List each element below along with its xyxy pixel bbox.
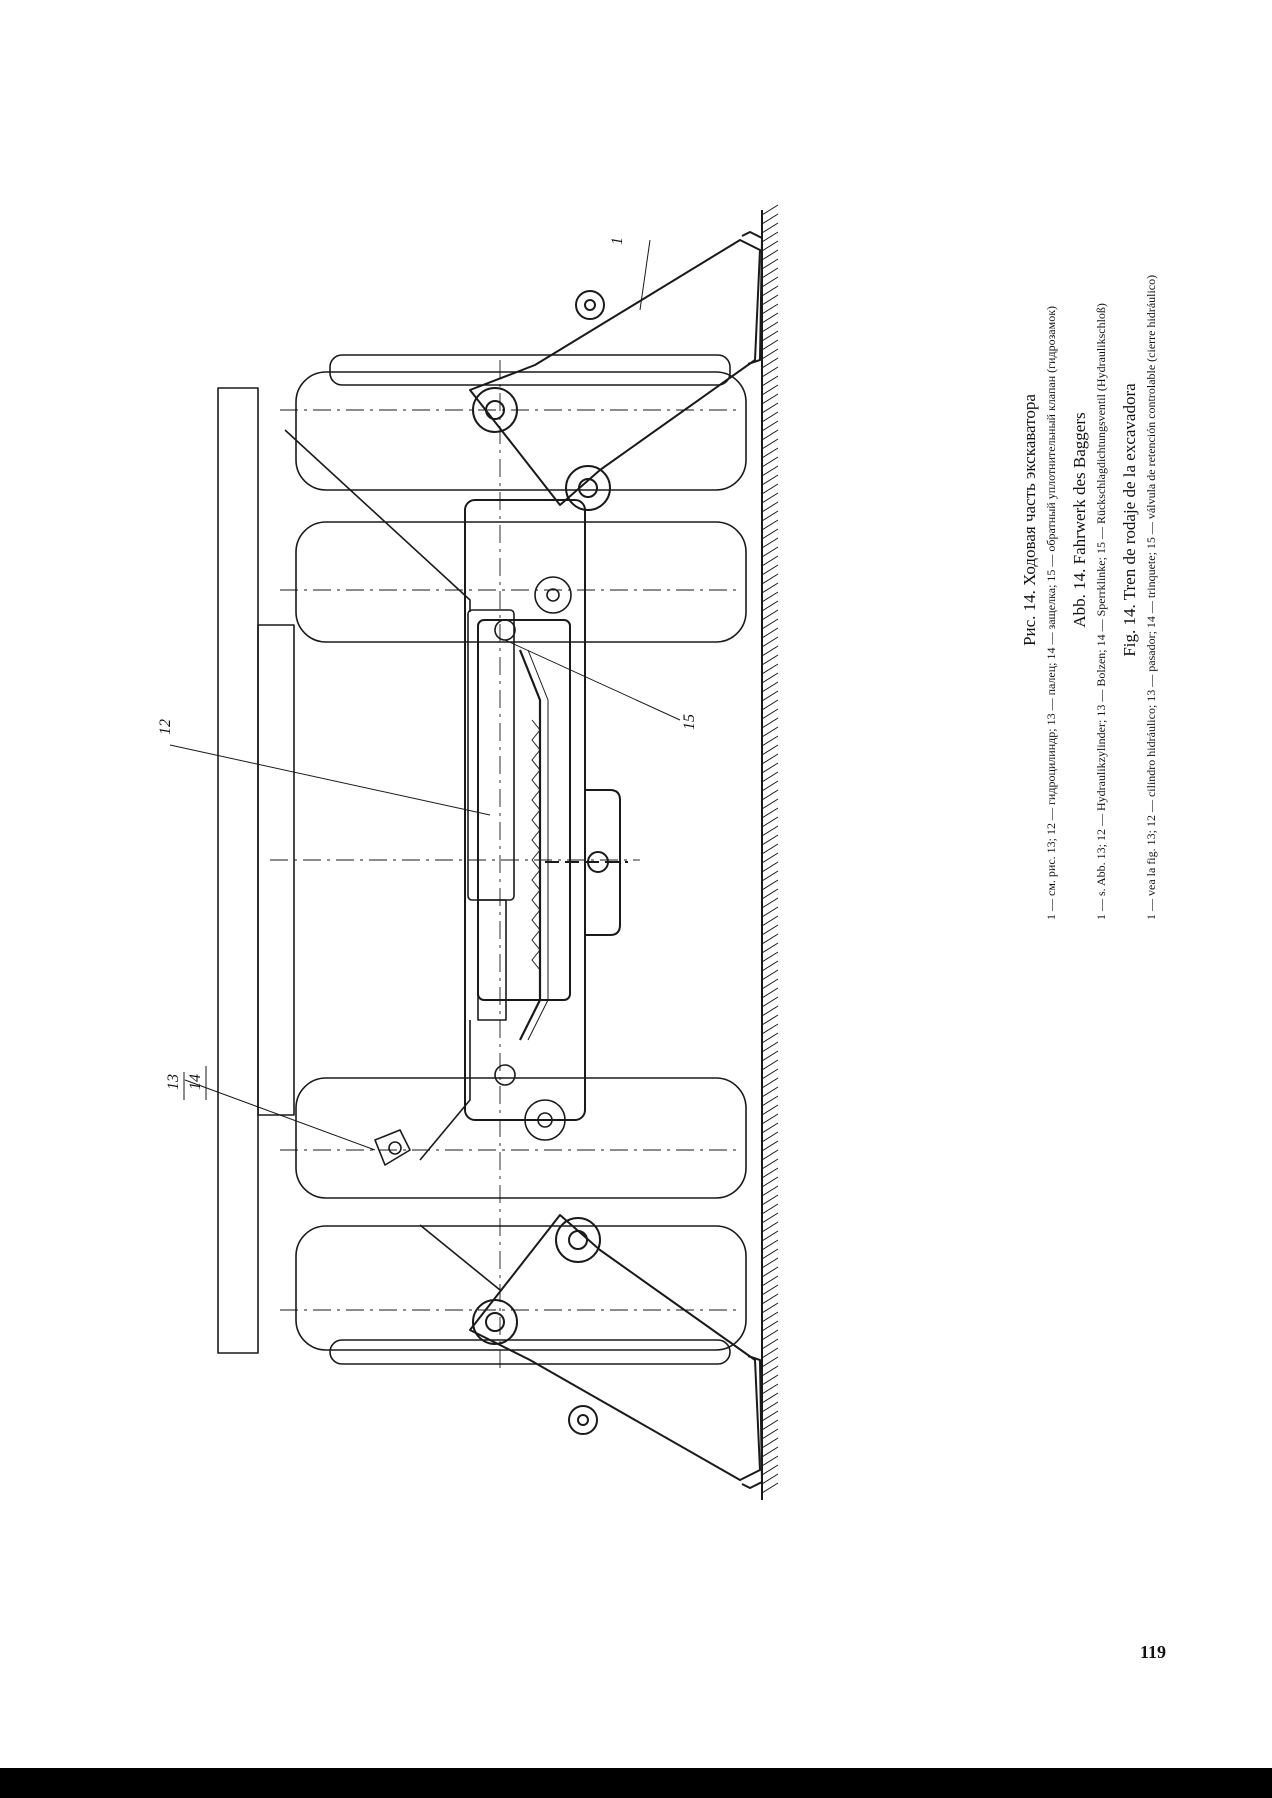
scan-border	[0, 1768, 1272, 1798]
chassis-frame	[464, 499, 628, 1121]
callout-12: 12	[157, 719, 174, 735]
ground-hatching	[761, 204, 779, 1500]
callout-14: 14	[187, 1074, 204, 1090]
callout-13-14: 13 14	[165, 1066, 207, 1100]
caption-de-text: 1 — s. Abb. 13; 12 — Hydraulikzylinder; …	[1094, 303, 1108, 920]
upper-platform	[217, 387, 295, 1354]
caption-es-title: Fig. 14. Tren de rodaje de la excavadora	[1120, 383, 1139, 657]
callout-13: 13	[165, 1074, 182, 1090]
leader-lines	[169, 239, 681, 1151]
callout-15: 15	[681, 714, 698, 730]
caption-es-text: 1 — vea la fig. 13; 12 — cilindro hidráu…	[1144, 274, 1158, 920]
wheels	[295, 354, 747, 1365]
center-lines	[270, 360, 740, 1370]
figure-captions: Рис. 14. Ходовая часть экскаватора 1 — с…	[1020, 120, 1170, 920]
callout-1: 1	[609, 237, 626, 245]
outrigger-lower	[469, 1214, 763, 1489]
outrigger-upper	[469, 231, 763, 511]
caption-ru-title: Рис. 14. Ходовая часть экскаватора	[1020, 394, 1039, 646]
hydraulic-cylinder	[467, 609, 549, 1041]
caption-ru-text: 1 — см. рис. 13; 12 — гидроцилиндр; 13 —…	[1044, 305, 1058, 920]
page-number: 119	[1140, 1642, 1167, 1662]
caption-de-title: Abb. 14. Fahrwerk des Baggers	[1070, 412, 1089, 628]
